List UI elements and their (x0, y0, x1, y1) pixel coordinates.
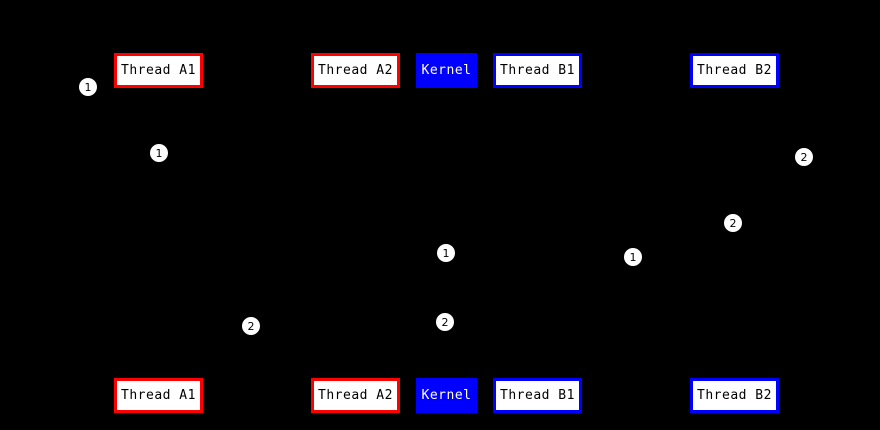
lifeline-thread-a1 (158, 88, 159, 378)
participant-label: Kernel (421, 388, 472, 403)
participant-label: Thread A2 (318, 63, 393, 78)
participant-label: Thread A2 (318, 388, 393, 403)
participant-label: Thread A1 (121, 388, 196, 403)
lifeline-kernel (446, 88, 447, 378)
participant-box-thread-a2-header[interactable]: Thread A2 (311, 53, 400, 88)
participant-box-kernel-footer[interactable]: Kernel (416, 378, 477, 413)
lifeline-thread-a2 (355, 88, 356, 378)
participant-label: Thread A1 (121, 63, 196, 78)
participant-box-thread-b1-header[interactable]: Thread B1 (493, 53, 582, 88)
participant-label: Kernel (421, 63, 472, 78)
step-badge: 2 (795, 148, 813, 166)
step-badge: 1 (150, 144, 168, 162)
participant-box-thread-a2-footer[interactable]: Thread A2 (311, 378, 400, 413)
lifeline-thread-b2 (734, 88, 735, 378)
participant-box-thread-a1-footer[interactable]: Thread A1 (114, 378, 203, 413)
step-badge: 1 (437, 244, 455, 262)
step-badge: 2 (436, 313, 454, 331)
participant-box-thread-b2-footer[interactable]: Thread B2 (690, 378, 779, 413)
participant-label: Thread B2 (697, 388, 772, 403)
lifeline-thread-b1 (537, 88, 538, 378)
participant-label: Thread B1 (500, 63, 575, 78)
participant-label: Thread B2 (697, 63, 772, 78)
step-badge: 1 (79, 78, 97, 96)
participant-box-thread-b1-footer[interactable]: Thread B1 (493, 378, 582, 413)
participant-box-thread-a1-header[interactable]: Thread A1 (114, 53, 203, 88)
step-badge: 1 (624, 248, 642, 266)
step-badge: 2 (242, 317, 260, 335)
step-badge: 2 (724, 214, 742, 232)
participant-box-kernel-header[interactable]: Kernel (416, 53, 477, 88)
participant-label: Thread B1 (500, 388, 575, 403)
participant-box-thread-b2-header[interactable]: Thread B2 (690, 53, 779, 88)
